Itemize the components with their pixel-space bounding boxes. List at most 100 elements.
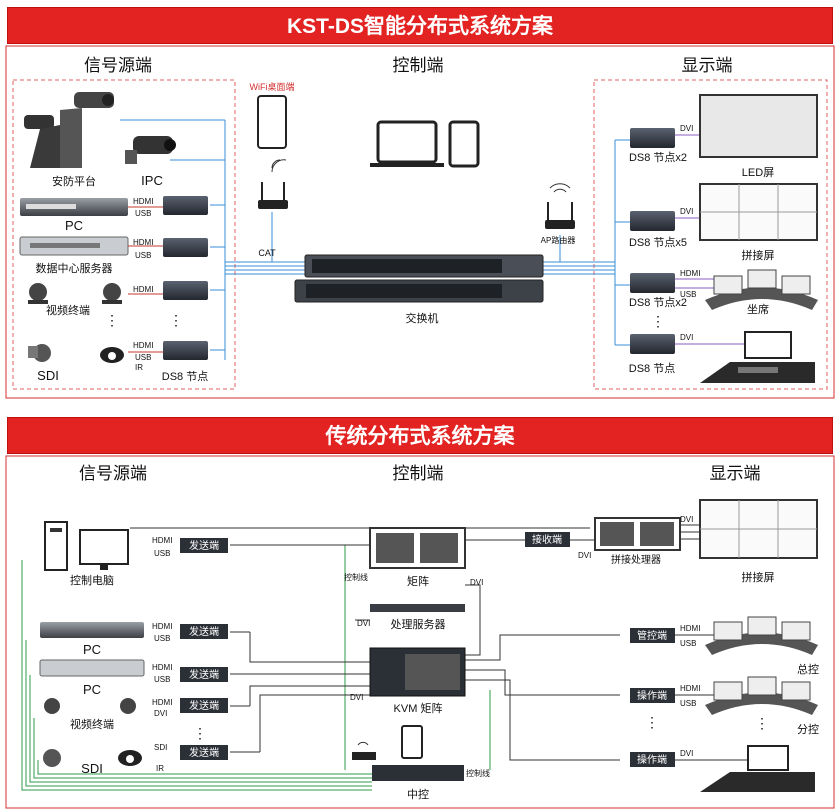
b-wire-usb-1: USB	[154, 634, 170, 643]
ds8-node-box	[630, 334, 675, 354]
ap-router-label: AP路由器	[541, 235, 576, 245]
seat-label: 坐席	[747, 302, 769, 316]
operator-end-label-2: 操作端	[637, 753, 667, 766]
wire-ir-4: IR	[135, 363, 143, 372]
wire-hdmi-3: HDMI	[133, 285, 153, 294]
wire-usb-4: USB	[135, 353, 151, 362]
network-switch-icon	[294, 254, 544, 303]
video-terminal-label: 视频终端	[46, 303, 90, 317]
video-terminal-camera-icon	[28, 283, 122, 304]
sender-label-0: 发送端	[189, 539, 219, 552]
b-wire-sdi: SDI	[154, 743, 167, 752]
ds8-node-box	[163, 341, 208, 360]
top-panel-frame	[5, 45, 835, 399]
display-zone-frame	[593, 79, 828, 390]
splice-processor-label: 拼接处理器	[611, 553, 661, 566]
b-wire-dvi-receiver: DVI	[578, 551, 591, 560]
vdots-source-top: ⋮	[105, 312, 119, 328]
ds8-x5-label: DS8 节点x5	[629, 236, 687, 249]
b-wire-hdmi-op: HDMI	[680, 684, 700, 693]
sdi-label-b: SDI	[81, 761, 103, 776]
wifi-tablet-icon	[257, 95, 287, 149]
sender-label-1: 发送端	[189, 625, 219, 638]
wire-hdmi-4: HDMI	[133, 341, 153, 350]
ds8-node-group-left	[163, 196, 208, 360]
wire-usb-seat: USB	[680, 290, 696, 299]
b-wire-dvi-proc: DVI	[357, 619, 370, 628]
vdots-console: ⋮	[755, 715, 769, 731]
display-ds8-boxes	[630, 128, 675, 354]
b-wire-usb-2: USB	[154, 675, 170, 684]
security-label: 安防平台	[52, 174, 96, 188]
wire-dvi-led: DVI	[680, 124, 693, 133]
switch-label: 交换机	[406, 311, 439, 325]
sender-box	[180, 624, 228, 639]
b-wire-hdmi-2: HDMI	[152, 663, 172, 672]
pc-rack-icon-b1	[40, 622, 144, 638]
kvm-matrix-icon	[369, 647, 466, 697]
bottom-banner: 传统分布式系统方案	[7, 417, 833, 454]
ds8-node-label: DS8 节点	[162, 370, 208, 383]
ipc-camera-icon	[125, 136, 176, 164]
vdots-node-top: ⋮	[169, 312, 183, 328]
top-blue-links	[120, 119, 630, 360]
receiver-label: 接收端	[532, 533, 562, 546]
vdots-sender: ⋮	[193, 725, 207, 741]
control-line-label-b: 控制线	[466, 768, 490, 778]
sdi-camera-icon	[28, 344, 124, 363]
ipc-label: IPC	[141, 173, 163, 188]
pc-rack-icon-b2	[39, 659, 145, 677]
b-wire-usb-0: USB	[154, 549, 170, 558]
ds8-label-display: DS8 节点	[629, 362, 675, 375]
central-wifi-icon	[352, 741, 376, 760]
wire-hdmi-1: HDMI	[133, 197, 153, 206]
ds8-node-box	[630, 128, 675, 148]
pc-rack-icon	[20, 198, 128, 216]
sub-control-console-icon	[705, 676, 818, 715]
ds8-node-box	[163, 196, 208, 215]
sender-label-2: 发送端	[189, 668, 219, 681]
receiver-box	[525, 532, 570, 547]
ds8-node-box	[163, 238, 208, 257]
sender-label-4: 发送端	[189, 746, 219, 759]
wire-usb-2: USB	[135, 251, 151, 260]
bottom-source-heading: 信号源端	[79, 464, 147, 483]
source-wires	[128, 206, 163, 353]
ds8-node-box	[163, 281, 208, 300]
control-line-label-a: 控制线	[344, 572, 368, 582]
kvm-matrix-label: KVM 矩阵	[394, 701, 443, 715]
b-wire-hdmi-0: HDMI	[152, 536, 172, 545]
pc-label-b1: PC	[83, 642, 101, 657]
b-wire-dvi-splice: DVI	[680, 515, 693, 524]
b-wire-hdmi-1: HDMI	[152, 622, 172, 631]
b-wire-dvi-kvm: DVI	[350, 693, 363, 702]
ds8-x2-label-b: DS8 节点x2	[629, 296, 687, 309]
main-control-label: 总控	[797, 662, 819, 676]
top-control-heading: 控制端	[393, 56, 444, 75]
operator-desk-icon	[700, 745, 815, 792]
control-pc-label: 控制电脑	[70, 573, 114, 587]
b-wire-dvi-3: DVI	[154, 709, 167, 718]
operator-end-box	[630, 752, 675, 767]
bottom-control-heading: 控制端	[393, 464, 444, 483]
sender-box	[180, 745, 228, 760]
processing-server-icon	[370, 604, 465, 612]
splice-screen-label-b: 拼接屏	[742, 570, 775, 584]
ap-router-icon	[545, 183, 575, 229]
display-wires	[675, 134, 745, 345]
matrix-label: 矩阵	[407, 574, 429, 588]
wifi-router-icon	[258, 159, 288, 209]
central-control-label: 中控	[407, 787, 429, 801]
mgmt-end-label: 管控端	[637, 629, 667, 642]
video-terminal-camera-icon-b	[44, 698, 136, 714]
sender-box	[180, 538, 228, 553]
ds8-node-box	[630, 211, 675, 231]
led-screen-label: LED屏	[742, 166, 774, 179]
bottom-panel-frame	[5, 455, 835, 809]
splice-wall-icon	[699, 183, 818, 241]
processing-server-label: 处理服务器	[391, 618, 446, 631]
seat-console-icon	[705, 269, 818, 310]
wire-dvi-monitor: DVI	[680, 333, 693, 342]
wire-dvi-splice: DVI	[680, 207, 693, 216]
vdots-operator: ⋮	[645, 714, 659, 730]
